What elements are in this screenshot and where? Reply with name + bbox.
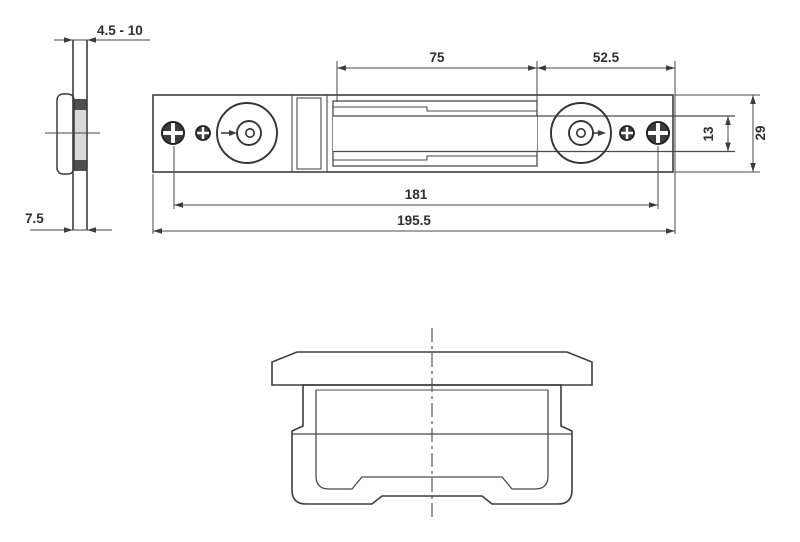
cap-body [291,384,573,505]
separator-block [296,97,322,170]
dim-lip-depth: 7.5 [25,211,112,233]
dim-lip-depth-label: 7.5 [25,211,44,226]
dim-plate-height-label: 29 [753,125,768,140]
dim-slot-height: 13 [701,116,731,152]
keeper-plate-outline [152,94,674,173]
dim-plate-height: 29 [750,95,768,172]
side-lip [56,93,75,175]
dim-thickness: 4.5 - 10 [54,23,150,43]
dim-slot-length: 75 [337,50,537,71]
dim-hole-spacing: 181 [174,187,658,208]
dim-right-section: 52.5 [537,50,675,71]
screw-small-left [195,125,211,141]
dim-hole-spacing-label: 181 [405,187,428,202]
screw-hole-left [161,121,185,145]
bottom-view [271,328,593,521]
dim-right-section-label: 52.5 [593,50,620,65]
dim-thickness-label: 4.5 - 10 [97,23,143,38]
dim-slot-height-label: 13 [701,126,716,142]
pivot-left [216,102,278,164]
side-view: 4.5 - 10 7.5 [25,23,150,233]
dim-overall-length: 195.5 [153,213,675,234]
dim-overall-length-label: 195.5 [397,213,431,228]
cap-flange [271,351,593,386]
dim-slot-length-label: 75 [429,50,445,65]
side-plate-body [73,99,87,171]
screw-small-right [619,125,635,141]
slide-channel [332,100,538,167]
pivot-right [550,102,612,164]
side-dark-band-top [73,99,87,110]
top-view: 75 52.5 181 195.5 29 [152,50,768,234]
side-dark-band-bottom [73,160,87,171]
screw-hole-right [646,121,670,145]
